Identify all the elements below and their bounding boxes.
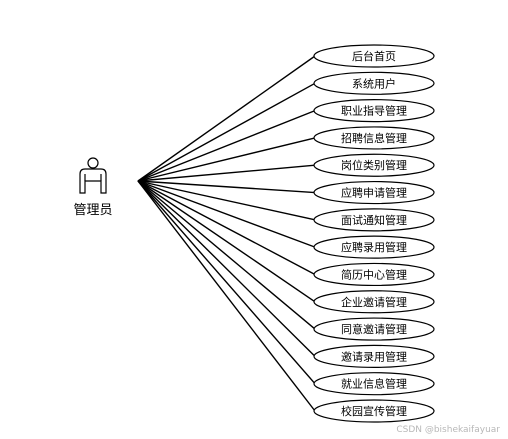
use-case-ellipse xyxy=(313,44,435,68)
association-line xyxy=(137,180,316,385)
use-case: 邀请录用管理 xyxy=(313,344,435,368)
use-case: 面试通知管理 xyxy=(313,208,435,232)
use-case-ellipse xyxy=(313,344,435,368)
use-case-label: 招聘信息管理 xyxy=(341,131,407,145)
use-case: 就业信息管理 xyxy=(313,372,435,396)
use-case-label: 职业指导管理 xyxy=(341,104,407,118)
use-case-label: 后台首页 xyxy=(352,49,396,63)
use-case-label: 面试通知管理 xyxy=(341,213,407,227)
use-case-ellipse xyxy=(313,262,435,287)
use-case-label: 同意邀请管理 xyxy=(341,322,407,336)
association-line xyxy=(137,180,316,303)
use-case-ellipse xyxy=(313,153,435,177)
watermark: CSDN @bishekaifayuar xyxy=(396,425,500,435)
association-lines xyxy=(137,55,316,412)
admin-actor: 管理员 xyxy=(73,157,113,218)
use-case-ellipse xyxy=(313,126,435,150)
use-case-ellipse xyxy=(313,399,435,423)
actor-label: 管理员 xyxy=(73,203,112,218)
use-case: 企业邀请管理 xyxy=(313,290,435,314)
use-case-ellipse xyxy=(313,317,435,341)
use-case-ellipse xyxy=(313,372,435,396)
actor-head xyxy=(87,157,99,169)
association-line xyxy=(137,180,316,221)
use-case-label: 岗位类别管理 xyxy=(341,158,407,172)
association-line xyxy=(137,180,316,276)
person-icon xyxy=(79,157,107,194)
association-line xyxy=(137,109,316,182)
use-case-label: 应聘录用管理 xyxy=(341,240,407,254)
association-line xyxy=(137,180,316,357)
use-case-ellipse xyxy=(313,71,435,95)
use-case-ellipse xyxy=(313,235,435,259)
use-case-label: 邀请录用管理 xyxy=(341,349,407,363)
use-case: 招聘信息管理 xyxy=(313,126,435,150)
association-line xyxy=(137,137,316,182)
use-case-label: 就业信息管理 xyxy=(341,377,407,391)
use-case-label: 校园宣传管理 xyxy=(341,404,407,418)
use-case-list: 后台首页系统用户职业指导管理招聘信息管理岗位类别管理应聘申请管理面试通知管理应聘… xyxy=(313,44,435,423)
use-case: 后台首页 xyxy=(313,44,435,68)
actor-body xyxy=(79,168,107,194)
use-case-label: 应聘申请管理 xyxy=(341,186,407,200)
association-line xyxy=(137,55,316,182)
use-case-label: 简历中心管理 xyxy=(341,267,407,281)
use-case: 校园宣传管理 xyxy=(313,399,435,423)
association-line xyxy=(137,180,316,194)
association-line xyxy=(137,180,316,412)
use-case: 岗位类别管理 xyxy=(313,153,435,177)
use-case: 简历中心管理 xyxy=(313,262,435,287)
use-case: 系统用户 xyxy=(313,71,435,95)
association-line xyxy=(137,180,316,248)
use-case: 应聘申请管理 xyxy=(313,180,435,205)
use-case-label: 系统用户 xyxy=(352,76,396,90)
use-case-label: 企业邀请管理 xyxy=(341,295,407,309)
use-case: 应聘录用管理 xyxy=(313,235,435,259)
association-line xyxy=(137,180,316,330)
use-case-ellipse xyxy=(313,180,435,205)
use-case-ellipse xyxy=(313,290,435,314)
use-case: 职业指导管理 xyxy=(313,99,435,123)
use-case: 同意邀请管理 xyxy=(313,317,435,341)
association-line xyxy=(137,164,316,182)
use-case-ellipse xyxy=(313,99,435,123)
use-case-ellipse xyxy=(313,208,435,232)
association-line xyxy=(137,82,316,182)
